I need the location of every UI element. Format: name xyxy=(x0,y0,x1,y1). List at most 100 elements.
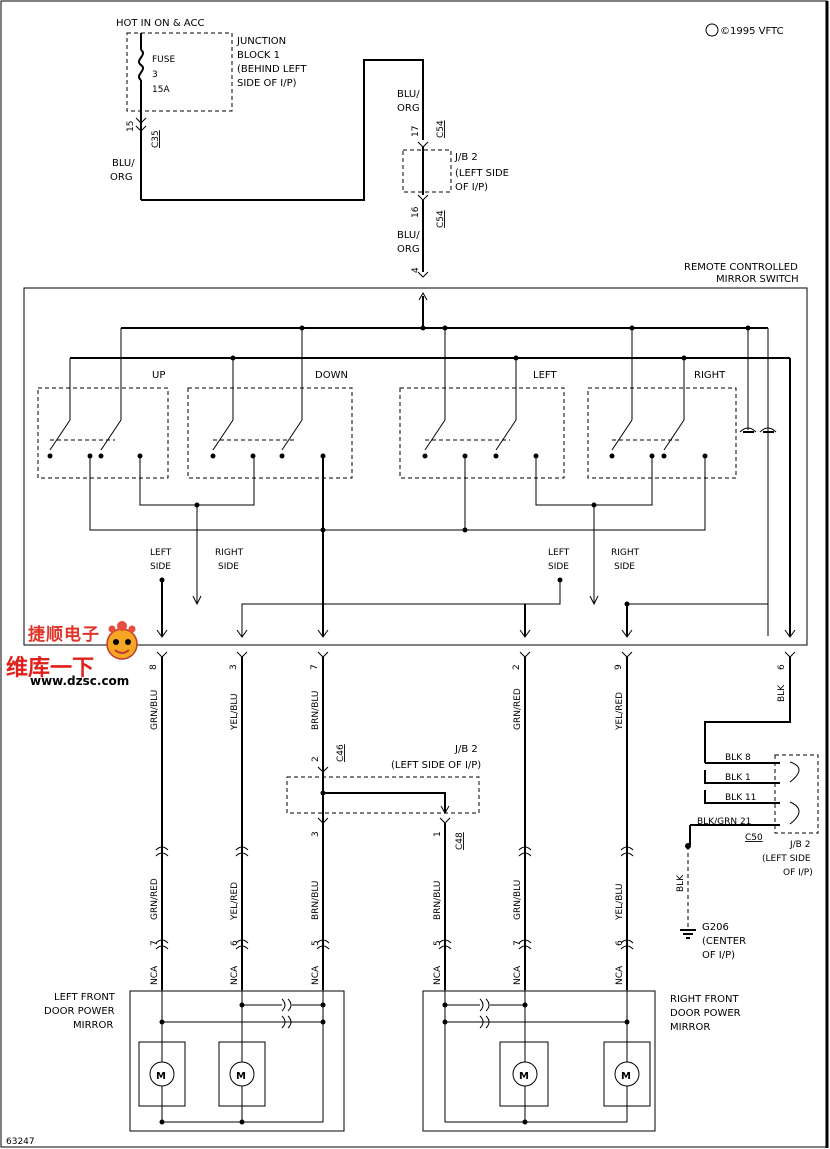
ground-loc-1: (CENTER xyxy=(702,936,746,947)
watermark-brand-cn: 维库一下 xyxy=(6,656,95,681)
switch-left[interactable] xyxy=(399,387,565,479)
wire-yel-red-1: YEL/RED xyxy=(615,692,625,731)
left-side-a-1: LEFT xyxy=(150,548,172,558)
jb2-right-block xyxy=(774,754,819,834)
junction-block-1 xyxy=(126,32,233,112)
jb2-mid-pin-1: 1 xyxy=(433,831,443,837)
fuse-label: FUSE xyxy=(152,55,175,65)
jb2-mid-pin-3: 3 xyxy=(311,831,321,837)
jb2-pin-16: 16 xyxy=(411,206,421,218)
switch-title-2: MIRROR SWITCH xyxy=(716,274,799,285)
c35-connector: C35 xyxy=(151,130,161,148)
jb2-connector-a: C54 xyxy=(436,120,446,138)
lm-pin-5: 5 xyxy=(311,940,321,946)
watermark-url: www.dzsc.com xyxy=(30,674,130,688)
c35-pin: 15 xyxy=(126,121,136,132)
jb2-right-label-1: J/B 2 xyxy=(789,840,810,850)
jb2-mid-label-1: J/B 2 xyxy=(454,744,478,755)
rm-label-1: RIGHT FRONT xyxy=(670,994,740,1005)
switch-pin-8: 8 xyxy=(149,664,159,670)
jb2-mid-block xyxy=(286,776,480,814)
jb2-pin-17: 17 xyxy=(411,126,421,137)
rm-label-3: MIRROR xyxy=(670,1022,710,1033)
right-side-b-2: SIDE xyxy=(614,562,635,572)
wire-blu-2: BLU/ xyxy=(397,89,420,100)
nca-4: NCA xyxy=(433,965,443,985)
fuse-rating: 15A xyxy=(152,85,170,95)
switch-down[interactable] xyxy=(187,387,353,479)
feed-wire xyxy=(141,59,424,201)
jb2-mid-label-2: (LEFT SIDE OF I/P) xyxy=(391,760,481,771)
wire-brn-blu-2: BRN/BLU xyxy=(311,880,321,920)
switch-connector-chevrons xyxy=(156,651,796,658)
right-side-a-1: RIGHT xyxy=(215,548,244,558)
inline-connectors xyxy=(155,846,634,857)
jb2-right-row-2: BLK 1 xyxy=(725,773,751,783)
ground-icon xyxy=(680,929,696,939)
jb2-top-label-1: J/B 2 xyxy=(454,152,478,163)
switch-up-label: UP xyxy=(152,370,165,381)
copyright: ©1995 VFTC xyxy=(720,26,784,37)
rm-motor-2: M xyxy=(621,1071,631,1082)
switch-right-label: RIGHT xyxy=(694,370,726,381)
switch-down-label: DOWN xyxy=(315,370,348,381)
lm-motor-2: M xyxy=(236,1071,246,1082)
switch-title-1: REMOTE CONTROLLED xyxy=(684,262,798,273)
wire-grn-red-2: GRN/RED xyxy=(150,878,160,920)
jb2-mid-pin-2: 2 xyxy=(311,756,321,762)
jb2-right-row-1: BLK 8 xyxy=(725,753,751,763)
wire-grn-red-1: GRN/RED xyxy=(513,688,523,730)
rm-pin-7: 7 xyxy=(513,940,523,946)
wire-blu-1: BLU/ xyxy=(112,158,135,169)
nca-6: NCA xyxy=(615,965,625,985)
jb2-top-label-3: OF I/P) xyxy=(455,182,488,193)
wire-yel-blu: YEL/BLU xyxy=(230,693,240,731)
lm-label-3: MIRROR xyxy=(73,1020,113,1031)
lm-pin-7: 7 xyxy=(150,940,160,946)
wire-blu-3: BLU/ xyxy=(397,230,420,241)
jb2-top-block xyxy=(402,149,452,193)
nca-2: NCA xyxy=(230,965,240,985)
right-side-b-1: RIGHT xyxy=(611,548,640,558)
switch-left-label: LEFT xyxy=(533,370,557,381)
jb1-label-1: JUNCTION xyxy=(236,36,286,47)
mirror-connectors xyxy=(155,939,634,950)
jb1-label-2: BLOCK 1 xyxy=(237,50,280,61)
rm-pin-6: 6 xyxy=(615,940,625,946)
jb2-mid-connector-b: C48 xyxy=(455,832,465,850)
wire-brn-blu-1: BRN/BLU xyxy=(311,690,321,730)
rm-pin-5: 5 xyxy=(433,940,443,946)
wire-org-1: ORG xyxy=(110,172,133,183)
left-mirror-housing xyxy=(129,990,345,1132)
rm-label-2: DOOR POWER xyxy=(670,1008,741,1019)
left-side-b-2: SIDE xyxy=(548,562,569,572)
wire-blk-1: BLK xyxy=(777,684,787,702)
left-side-a-2: SIDE xyxy=(150,562,171,572)
wire-grn-blu: GRN/BLU xyxy=(150,690,160,730)
left-side-b-1: LEFT xyxy=(548,548,570,558)
jb2-right-row-4: BLK/GRN 21 xyxy=(697,817,751,827)
copyright-icon xyxy=(705,23,719,37)
fuse-number: 3 xyxy=(152,70,158,80)
switch-up[interactable] xyxy=(37,387,169,479)
lm-label-1: LEFT FRONT xyxy=(54,992,116,1003)
wire-yel-red-2: YEL/RED xyxy=(230,882,240,921)
wire-grn-blu-2: GRN/BLU xyxy=(513,880,523,920)
jb1-label-3: (BEHIND LEFT xyxy=(237,64,307,75)
fuse-icon xyxy=(138,49,144,81)
power-source-label: HOT IN ON & ACC xyxy=(116,18,204,29)
switch-pin-4: 4 xyxy=(411,267,421,273)
wire-yel-blu-2: YEL/BLU xyxy=(615,883,625,921)
nca-3: NCA xyxy=(311,965,321,985)
switch-pin-7: 7 xyxy=(310,664,320,670)
mirror-switch-housing xyxy=(23,287,808,646)
jb1-label-4: SIDE OF I/P) xyxy=(237,78,297,89)
ground-wire xyxy=(704,657,791,763)
switch-right[interactable] xyxy=(587,387,737,479)
jb2-right-connector: C50 xyxy=(745,833,763,843)
ground-name: G206 xyxy=(702,922,729,933)
wire-org-3: ORG xyxy=(397,244,420,255)
right-side-a-2: SIDE xyxy=(218,562,239,572)
wire-org-2: ORG xyxy=(397,103,420,114)
